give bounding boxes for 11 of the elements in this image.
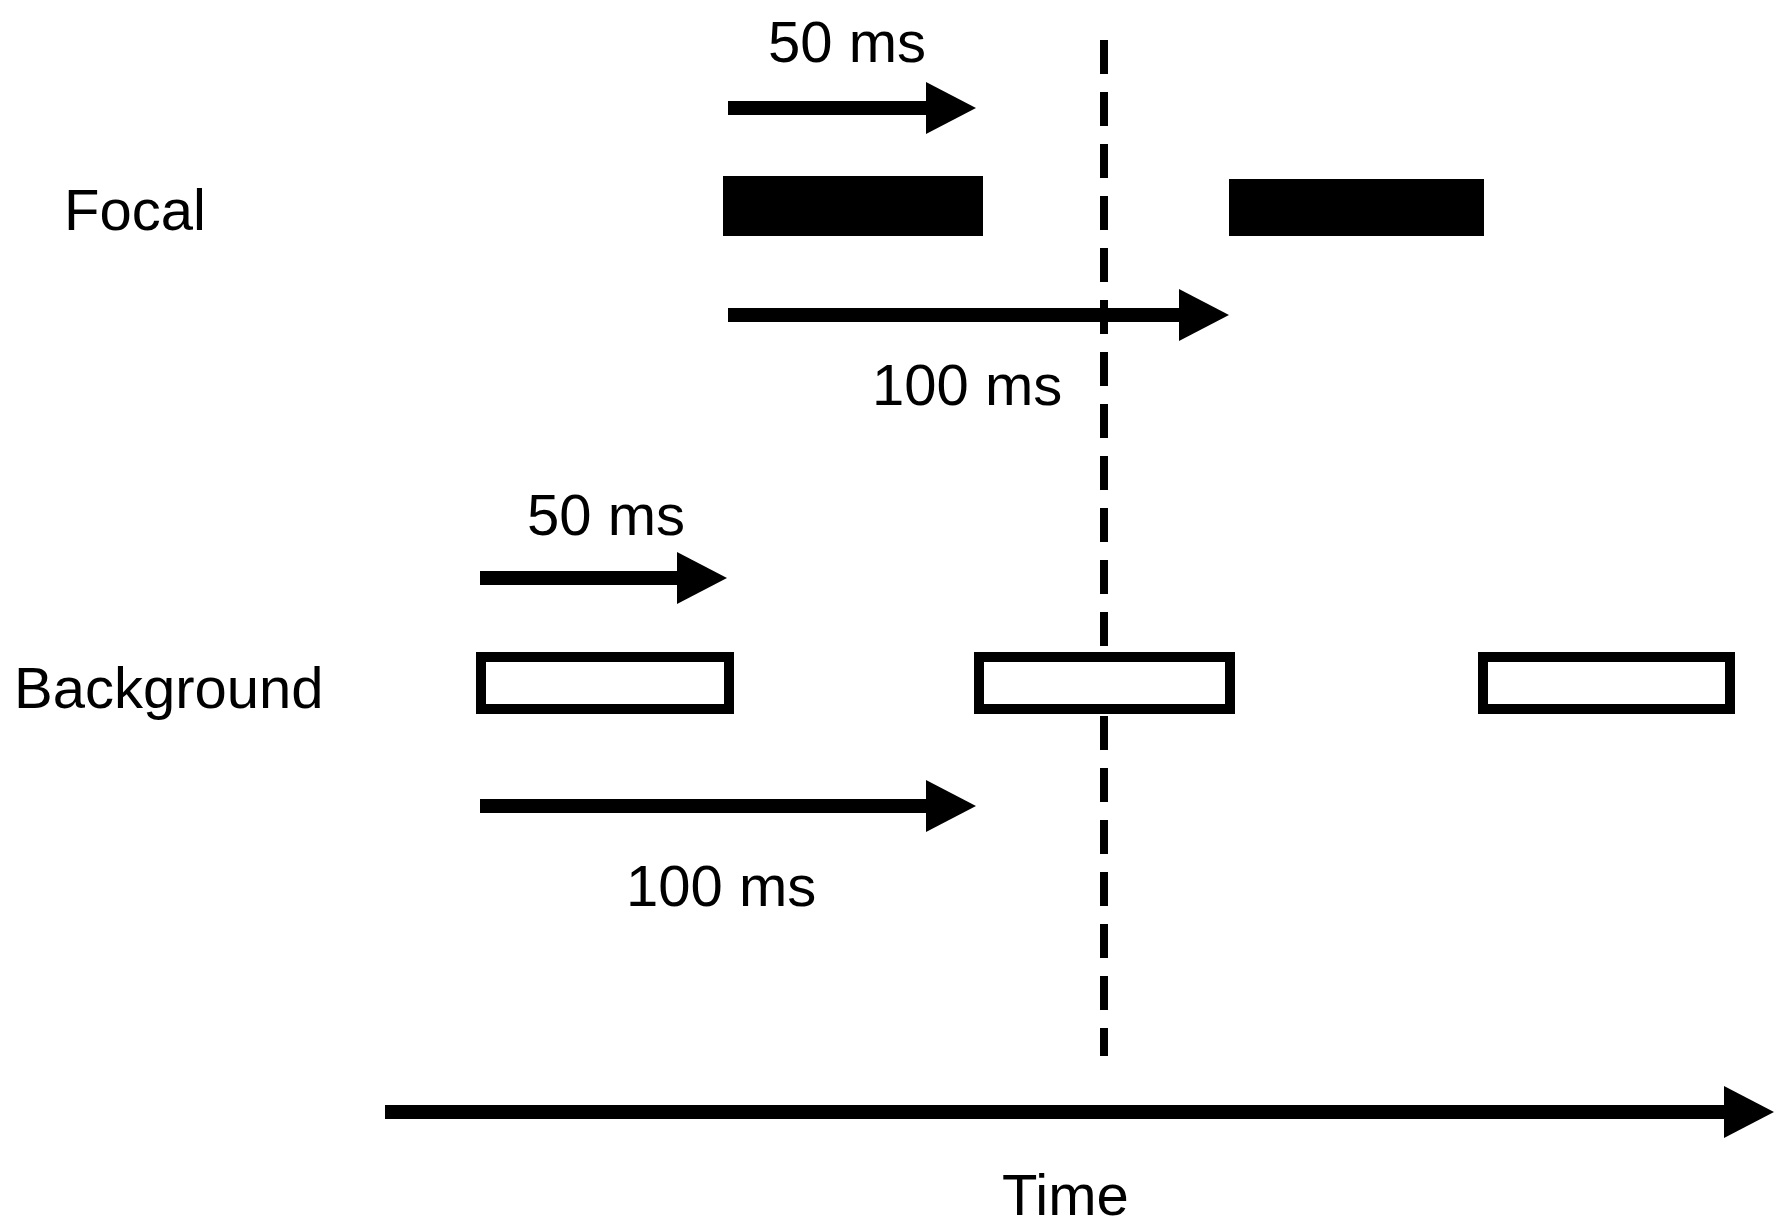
stimulus-bar [723,176,983,236]
duration-label: 100 ms [872,356,1063,414]
duration-label: 100 ms [626,857,817,915]
row-label: Focal [64,181,206,239]
stimulus-outline-bar [974,652,1235,714]
duration-label: 50 ms [527,486,685,544]
stimulus-outline-bar [476,652,734,714]
stimulus-bar [1229,179,1484,236]
duration-label: 50 ms [768,13,926,71]
axis-label: Time [1002,1166,1129,1224]
stimulus-outline-bar [1478,652,1735,714]
